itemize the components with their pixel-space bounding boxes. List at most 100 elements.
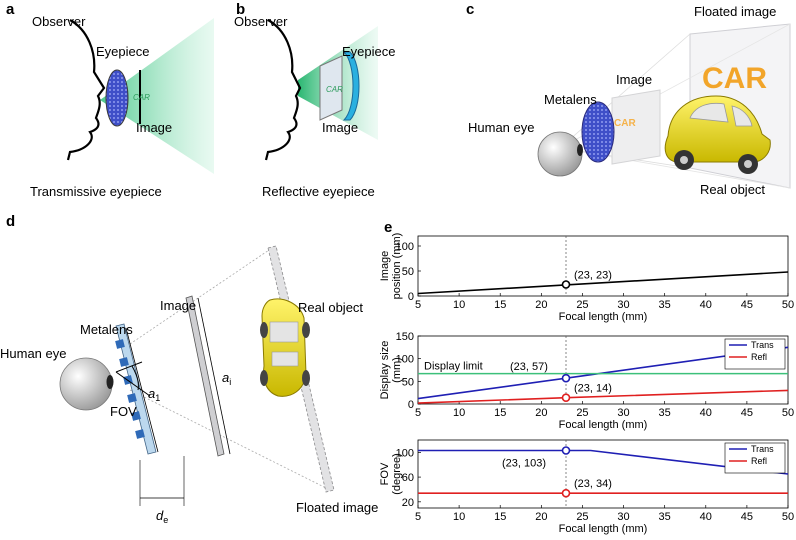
y-tick-label: 50 [402, 376, 414, 388]
point-annotation: (23, 103) [502, 458, 546, 470]
ai-label: ai [222, 370, 231, 387]
x-tick-label: 5 [415, 511, 421, 523]
y-tick-label: 100 [396, 354, 414, 366]
x-tick-label: 20 [535, 407, 547, 419]
caption-b: Reflective eyepiece [262, 184, 375, 199]
real-object-label-c: Real object [700, 182, 765, 197]
x-tick-label: 25 [576, 407, 588, 419]
floated-image-label-d: Floated image [296, 500, 378, 515]
human-eye-label-d: Human eye [0, 346, 66, 361]
real-car-d [260, 298, 310, 397]
x-tick-label: 20 [535, 511, 547, 523]
image-bar-d [185, 295, 225, 457]
y-axis-label-line2: position (mm) [391, 233, 403, 300]
x-tick-label: 15 [494, 511, 506, 523]
x-axis-label: Focal length (mm) [559, 311, 648, 323]
de-label: de [156, 508, 168, 525]
metalens-bar-d [115, 323, 157, 455]
human-eye-d [59, 357, 113, 411]
y-tick-label: 50 [402, 266, 414, 278]
highlight-point [561, 280, 571, 289]
floated-image-label-c: Floated image [694, 4, 776, 19]
x-axis-label: Focal length (mm) [559, 419, 648, 431]
y-tick-label: 20 [402, 497, 414, 509]
panel-letter-d: d [6, 213, 15, 230]
plot-frame [417, 235, 789, 297]
highlight-point [561, 393, 571, 402]
point-annotation: (23, 23) [574, 270, 612, 282]
x-tick-label: 5 [415, 299, 421, 311]
observer-label-b: Observer [234, 14, 288, 29]
x-tick-label: 10 [453, 511, 465, 523]
legend-box [724, 338, 786, 370]
legend-entry: Refl [751, 456, 767, 466]
highlight-point [561, 488, 571, 498]
image-label-d: Image [160, 298, 196, 313]
x-tick-label: 35 [659, 299, 671, 311]
legend-box [724, 442, 786, 474]
real-object-label-d: Real object [298, 300, 363, 315]
x-tick-label: 15 [494, 407, 506, 419]
panel-c: c CAR CAR Floated image Image Metalens H… [466, 1, 791, 197]
y-tick-label: 100 [396, 447, 414, 459]
y-tick-label: 60 [402, 472, 414, 484]
observer-face-b [264, 19, 302, 161]
caption-a: Transmissive eyepiece [30, 184, 162, 199]
display-limit-label: Display limit [424, 361, 483, 373]
eyepiece-lens-a [105, 69, 129, 127]
panel-letter-b: b [236, 1, 245, 18]
legend-entry: Refl [751, 352, 767, 362]
y-axis-label-line1: FOV [379, 462, 391, 485]
x-tick-label: 25 [576, 299, 588, 311]
reflective-eyepiece-b [342, 51, 360, 121]
x-tick-label: 10 [453, 299, 465, 311]
image-label-c: Image [616, 72, 652, 87]
x-tick-label: 30 [617, 299, 629, 311]
x-tick-label: 25 [576, 511, 588, 523]
x-tick-label: 30 [617, 407, 629, 419]
point-annotation: (23, 14) [574, 383, 612, 395]
human-eye-label-c: Human eye [468, 120, 534, 135]
car-label-a: CAR [133, 93, 150, 102]
image-plane-b [319, 55, 343, 121]
panel-letter-a: a [6, 1, 15, 18]
point-annotation: (23, 34) [574, 478, 612, 490]
metalens-label-d: Metalens [80, 322, 133, 337]
human-eye-c [537, 131, 583, 177]
metalens-pillars-d [115, 339, 145, 439]
series-line-trans [418, 449, 789, 475]
series-line-black [417, 271, 789, 295]
panel-letter-c: c [466, 1, 474, 18]
y-tick-label: 0 [408, 291, 414, 303]
x-tick-label: 20 [535, 299, 547, 311]
point-annotation: (23, 57) [510, 361, 548, 373]
y-axis-label-line2: (mm) [391, 357, 403, 383]
x-tick-label: 5 [415, 407, 421, 419]
y-axis-label-line1: Image [379, 251, 391, 282]
light-cone-a [100, 18, 214, 174]
y-axis-label-line1: Display size [379, 341, 391, 400]
legend-entry: Trans [751, 340, 774, 350]
eyepiece-label-a: Eyepiece [96, 44, 149, 59]
eye-pupil-c [577, 144, 583, 156]
legend-entry: Trans [751, 444, 774, 454]
highlight-point [561, 373, 571, 383]
x-tick-label: 45 [741, 511, 753, 523]
y-tick-label: 150 [396, 331, 414, 343]
car-label-b: CAR [326, 85, 343, 94]
x-tick-label: 30 [617, 511, 629, 523]
x-tick-label: 40 [700, 407, 712, 419]
a1-label: a1 [148, 386, 160, 403]
metalens-c [581, 101, 615, 163]
observer-label-a: Observer [32, 14, 86, 29]
observer-face-a [66, 19, 106, 161]
x-tick-label: 45 [741, 407, 753, 419]
panel-letter-e: e [384, 219, 392, 236]
panel-b: b CAR Observer Eyepiece Image Reflective… [234, 1, 395, 199]
x-tick-label: 35 [659, 407, 671, 419]
x-tick-label: 50 [782, 299, 794, 311]
